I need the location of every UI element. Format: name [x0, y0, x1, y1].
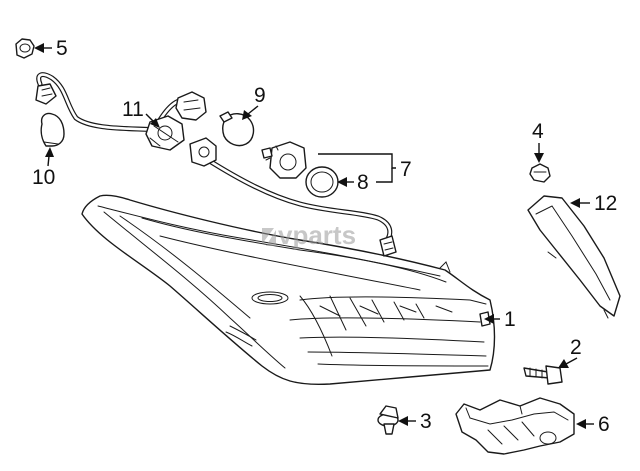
callout-8: 8	[337, 171, 369, 194]
callout-12: 12	[570, 192, 617, 215]
callout-number: 12	[594, 192, 617, 215]
callout-number: 3	[420, 410, 432, 433]
callout-number: 10	[32, 166, 55, 189]
callout-number: 5	[56, 37, 68, 60]
tail-lamp-assembly	[81, 194, 496, 386]
callout-number: 9	[254, 84, 266, 107]
callout-9: 9	[242, 84, 266, 120]
bolt	[523, 365, 563, 385]
callout-11: 11	[122, 98, 160, 128]
trim-panel	[527, 195, 621, 319]
callout-1: 1	[484, 308, 516, 331]
callout-5: 5	[34, 37, 68, 60]
callout-number: 6	[598, 413, 610, 436]
callout-3: 3	[398, 410, 432, 433]
callout-2: 2	[558, 336, 582, 368]
seal-ring	[305, 166, 339, 198]
push-clip	[377, 405, 399, 435]
callout-number: 4	[532, 120, 544, 143]
callout-number: 1	[504, 308, 516, 331]
callout-number: 11	[122, 98, 144, 121]
callout-7: 7	[318, 153, 412, 183]
callout-number: 8	[357, 171, 369, 194]
nut	[15, 38, 35, 59]
mounting-bracket	[455, 397, 575, 455]
wiring-harness	[35, 72, 397, 257]
watermark-text: vparts	[278, 220, 356, 250]
callout-number: 7	[400, 158, 412, 181]
socket-and-seal-set	[261, 141, 307, 179]
nut-clip	[529, 163, 551, 183]
callout-6: 6	[576, 413, 610, 436]
callout-10: 10	[32, 147, 55, 189]
watermark-logo: vparts	[262, 220, 356, 250]
bulb	[40, 112, 65, 147]
callout-number: 2	[570, 336, 582, 359]
callout-4: 4	[532, 120, 544, 163]
